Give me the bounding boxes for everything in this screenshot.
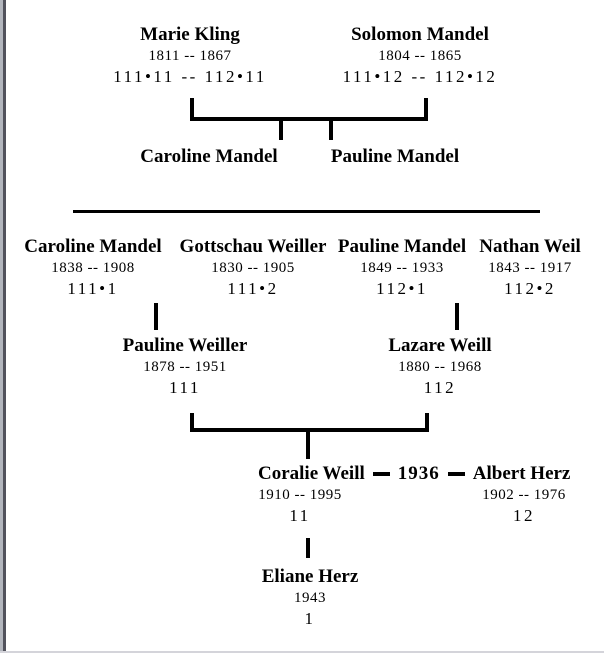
person-code: 111•12 -- 112•12 (342, 67, 498, 86)
person-solomon-mandel: Solomon Mandel 1804 -- 1865 111•12 -- 11… (343, 24, 498, 87)
person-name: Pauline Mandel (330, 146, 460, 167)
person-name: Eliane Herz (261, 566, 359, 587)
gen2-right-couple-drop (455, 303, 459, 330)
person-code: 111•11 -- 112•11 (113, 67, 267, 86)
person-dates: 1902 -- 1976 (482, 487, 566, 503)
bracket1-right-vertical (424, 98, 428, 121)
person-eliane-herz: Eliane Herz 1943 1 (262, 566, 359, 629)
person-code: 111•1 (67, 279, 119, 298)
bracket2-horizontal (190, 428, 429, 432)
person-name: Caroline Mandel (24, 236, 162, 257)
generation-divider (73, 210, 540, 213)
person-name: Lazare Weill (388, 335, 492, 356)
person-name: Solomon Mandel (351, 24, 489, 45)
person-albert-herz-details: 1902 -- 1976 12 (482, 485, 566, 526)
person-name: Nathan Weil (479, 236, 581, 257)
marriage-row: Coralie Weill 1936 Albert Herz (258, 463, 570, 485)
person-pauline-mandel: Pauline Mandel 1849 -- 1933 112•1 (338, 236, 466, 299)
marriage-dash-left (372, 472, 390, 476)
coralie-child-drop (306, 538, 310, 558)
person-dates: 1880 -- 1968 (398, 359, 482, 375)
marriage-year: 1936 (397, 463, 440, 484)
person-code: 12 (513, 506, 535, 525)
person-dates: 1910 -- 1995 (258, 487, 342, 503)
page-left-edge-light (0, 0, 3, 653)
bracket1-left-vertical (190, 98, 194, 121)
person-name: Marie Kling (140, 24, 240, 45)
person-code: 112•2 (504, 279, 556, 298)
person-code: 1 (304, 609, 316, 628)
person-name: Caroline Mandel (140, 146, 278, 167)
person-dates: 1804 -- 1865 (378, 48, 462, 64)
bracket2-right-vertical (425, 413, 429, 432)
person-dates: 1943 (294, 590, 326, 606)
person-dates: 1838 -- 1908 (51, 260, 135, 276)
gen2-left-couple-drop (154, 303, 158, 330)
bracket1-child-drop-left (279, 121, 283, 140)
person-dates: 1811 -- 1867 (148, 48, 232, 64)
person-dates: 1878 -- 1951 (143, 359, 227, 375)
person-code: 112•1 (376, 279, 428, 298)
person-caroline-mandel-child-label: Caroline Mandel (140, 146, 277, 168)
person-pauline-mandel-child-label: Pauline Mandel (331, 146, 459, 168)
person-dates: 1843 -- 1917 (488, 260, 572, 276)
person-dates: 1849 -- 1933 (360, 260, 444, 276)
person-code: 111 (169, 378, 201, 397)
bracket1-horizontal (190, 117, 428, 121)
person-coralie-weill-details: 1910 -- 1995 11 (258, 485, 342, 526)
person-code: 112 (423, 378, 457, 397)
bracket1-child-drop-right (329, 121, 333, 140)
person-marie-kling: Marie Kling 1811 -- 1867 111•11 -- 112•1… (113, 24, 267, 87)
bracket2-left-vertical (190, 413, 194, 432)
person-nathan-weil: Nathan Weil 1843 -- 1917 112•2 (479, 236, 581, 299)
bracket2-center-drop (306, 432, 310, 459)
person-code: 11 (289, 506, 311, 525)
marriage-dash-right (447, 472, 465, 476)
person-code: 111•2 (227, 279, 279, 298)
person-name-coralie-weill: Coralie Weill (258, 463, 365, 484)
person-name: Pauline Weiller (122, 335, 248, 356)
person-lazare-weill: Lazare Weill 1880 -- 1968 112 (388, 335, 491, 398)
person-name: Pauline Mandel (337, 236, 467, 257)
page-left-edge-dark (3, 0, 6, 653)
person-gottschau-weiller: Gottschau Weiller 1830 -- 1905 111•2 (180, 236, 327, 299)
person-caroline-mandel: Caroline Mandel 1838 -- 1908 111•1 (24, 236, 161, 299)
person-name: Gottschau Weiller (179, 236, 327, 257)
page-bottom-edge (0, 651, 604, 653)
person-name-albert-herz: Albert Herz (472, 463, 571, 484)
person-pauline-weiller: Pauline Weiller 1878 -- 1951 111 (123, 335, 248, 398)
person-dates: 1830 -- 1905 (211, 260, 295, 276)
